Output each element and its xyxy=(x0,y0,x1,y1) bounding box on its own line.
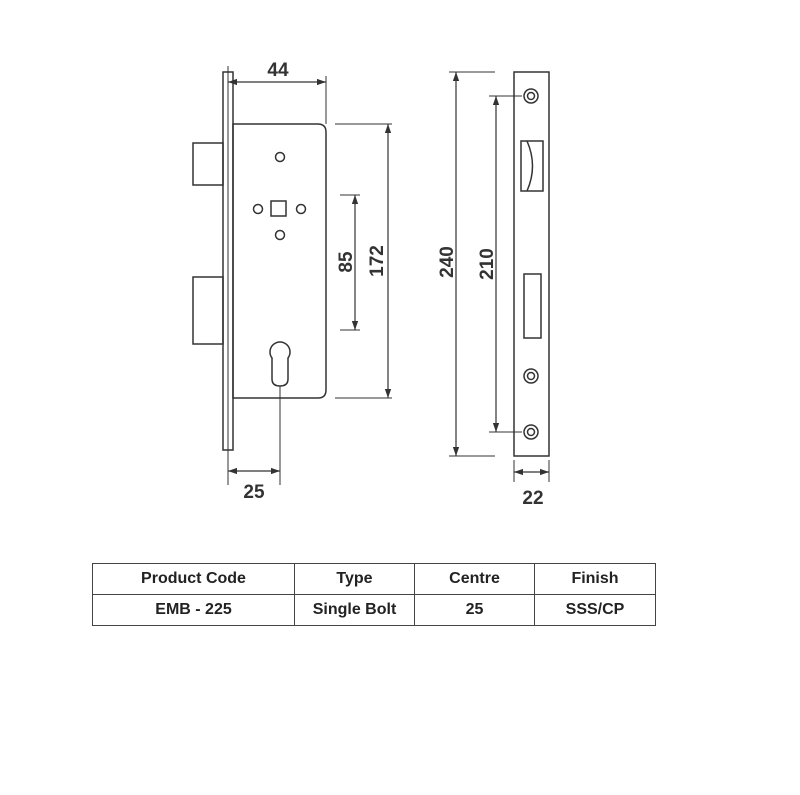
header-finish: Finish xyxy=(534,563,656,595)
side-dimension-lines xyxy=(452,72,549,476)
dim-label-faceplate-width: 22 xyxy=(522,488,543,509)
faceplate xyxy=(513,71,550,457)
latch-bolt xyxy=(192,142,224,186)
screw-hole xyxy=(523,88,539,104)
spec-table: Product Code Type Centre Finish EMB - 22… xyxy=(92,563,656,626)
side-extension-lines xyxy=(449,71,550,482)
dim-label-centre: 85 xyxy=(336,251,357,273)
lock-front-view xyxy=(192,71,327,451)
fixing-hole xyxy=(274,151,286,163)
lock-case xyxy=(232,123,327,399)
mortice-lock-drawing: 44 25 85 172 240 210 22 xyxy=(192,60,550,509)
spindle-follower xyxy=(270,200,287,217)
spec-table-header-row: Product Code Type Centre Finish xyxy=(92,563,656,595)
fixing-hole xyxy=(295,203,307,215)
fixing-hole xyxy=(252,203,264,215)
extension-lines xyxy=(227,66,392,485)
screw-hole xyxy=(526,427,536,437)
dim-label-case-height: 172 xyxy=(367,245,388,277)
screw-hole xyxy=(526,371,536,381)
header-type: Type xyxy=(294,563,415,595)
screw-hole xyxy=(523,424,539,440)
dim-label-faceplate-height: 240 xyxy=(437,246,458,278)
latch-profile xyxy=(526,140,534,192)
deadbolt-aperture xyxy=(523,273,542,339)
dim-label-backset: 25 xyxy=(243,482,265,503)
cell-finish: SSS/CP xyxy=(534,594,656,626)
table-row: EMB - 225 Single Bolt 25 SSS/CP xyxy=(92,594,656,626)
screw-hole xyxy=(523,368,539,384)
dim-label-fixing-centres: 210 xyxy=(477,248,498,280)
faceplate-side-view xyxy=(513,71,550,457)
fixing-hole xyxy=(274,229,286,241)
header-product-code: Product Code xyxy=(92,563,295,595)
cell-product-code: EMB - 225 xyxy=(92,594,295,626)
latch-aperture xyxy=(520,140,544,192)
dead-bolt xyxy=(192,276,224,345)
screw-hole xyxy=(526,91,536,101)
cell-centre: 25 xyxy=(414,594,535,626)
header-centre: Centre xyxy=(414,563,535,595)
dimension-lines xyxy=(228,78,392,475)
dim-label-body-width: 44 xyxy=(267,60,289,81)
cell-type: Single Bolt xyxy=(294,594,415,626)
cylinder-keyhole xyxy=(269,341,291,387)
